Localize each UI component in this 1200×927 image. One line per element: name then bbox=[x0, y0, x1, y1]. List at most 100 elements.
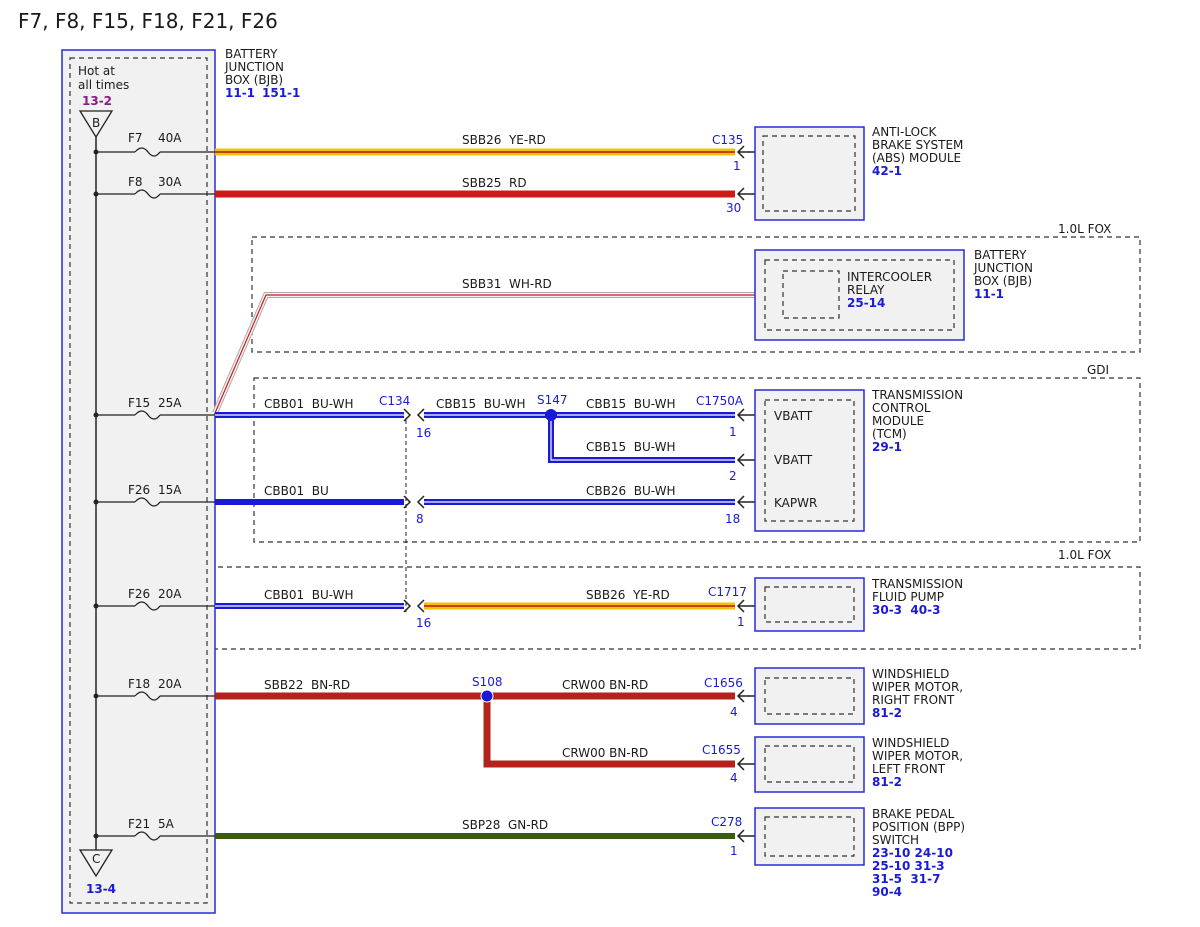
connector-c1750a: C1750A bbox=[696, 394, 744, 408]
bjb-name-line-1: BATTERY bbox=[225, 47, 278, 61]
splice-s108-label: S108 bbox=[472, 675, 503, 689]
page-title: F7, F8, F15, F18, F21, F26 bbox=[18, 9, 278, 33]
wire-label-cbb15-b: CBB15 BU-WH bbox=[586, 397, 676, 411]
intercooler-relay-contact bbox=[782, 270, 840, 319]
fuse-f26-15a-id: F26 bbox=[128, 483, 150, 497]
pin-c134-16-b: 16 bbox=[416, 616, 431, 630]
fuse-f8: F8 30A bbox=[93, 175, 215, 199]
option-label-fox-1: 1.0L FOX bbox=[1058, 222, 1111, 236]
bjb-relay-outer-dash bbox=[764, 259, 955, 331]
bpp-ref-4: 90-4 bbox=[872, 885, 902, 899]
fuse-f8-rating: 30A bbox=[158, 175, 182, 189]
bjb-ref-1: 11-1 bbox=[225, 86, 255, 100]
wiper-lf-name-line-2: WIPER MOTOR, bbox=[872, 749, 963, 763]
pin-c1655-4: 4 bbox=[730, 771, 738, 785]
wire-label-crw00-rf: CRW00 BN-RD bbox=[562, 678, 648, 692]
wire-label-sbb22: SBB22 BN-RD bbox=[264, 678, 350, 692]
abs-module-box bbox=[754, 126, 865, 221]
bpp-ref-2: 25-10 31-3 bbox=[872, 859, 945, 873]
fuse-f21-rating: 5A bbox=[158, 817, 175, 831]
bpp-name-line-1: BRAKE PEDAL bbox=[872, 807, 955, 821]
fuse-f15-rating: 25A bbox=[158, 396, 182, 410]
wire-label-sbb26-tfp: SBB26 YE-RD bbox=[586, 588, 670, 602]
wire-label-cbb01-f15: CBB01 BU-WH bbox=[264, 397, 354, 411]
tfp-ref: 30-3 40-3 bbox=[872, 603, 940, 617]
bpp-name-line-2: POSITION (BPP) bbox=[872, 820, 965, 834]
wiper-rf-name-line-3: RIGHT FRONT bbox=[872, 693, 955, 707]
fuse-f26-20a: F26 20A bbox=[93, 587, 215, 611]
pin-c1717-1: 1 bbox=[737, 615, 745, 629]
connector-b-label: B bbox=[92, 116, 100, 130]
wire-label-sbb26-abs: SBB26 YE-RD bbox=[462, 133, 546, 147]
fuse-f26-15a-rating: 15A bbox=[158, 483, 182, 497]
fuse-f7-rating: 40A bbox=[158, 131, 182, 145]
tcm-ref: 29-1 bbox=[872, 440, 902, 454]
bjb-relay-name-line-3: BOX (BJB) bbox=[974, 274, 1032, 288]
connector-c1717: C1717 bbox=[708, 585, 747, 599]
tcm-box bbox=[754, 389, 865, 532]
wire-label-sbb31: SBB31 WH-RD bbox=[462, 277, 552, 291]
wire-label-cbb15-c: CBB15 BU-WH bbox=[586, 440, 676, 454]
bjb-relay-ref: 11-1 bbox=[974, 287, 1004, 301]
tcm-name-line-4: (TCM) bbox=[872, 427, 907, 441]
wiper-lf-box bbox=[754, 736, 865, 793]
hot-at-ref: 13-2 bbox=[82, 94, 112, 108]
wiper-rf-ref: 81-2 bbox=[872, 706, 902, 720]
relay-ref: 25-14 bbox=[847, 296, 885, 310]
bjb-relay-box bbox=[754, 249, 965, 341]
wiper-lf-name-line-3: LEFT FRONT bbox=[872, 762, 946, 776]
splice-s147-dot bbox=[545, 409, 557, 421]
connector-c1655: C1655 bbox=[702, 743, 741, 757]
wire-label-cbb15-a: CBB15 BU-WH bbox=[436, 397, 526, 411]
tcm-pin-2-label: VBATT bbox=[774, 453, 813, 467]
abs-name-line-3: (ABS) MODULE bbox=[872, 151, 961, 165]
wire-crw00-lf bbox=[483, 696, 735, 768]
connector-c1656: C1656 bbox=[704, 676, 743, 690]
option-frame-fox-1 bbox=[251, 236, 1141, 353]
wire-label-cbb01-f26: CBB01 BU-WH bbox=[264, 588, 354, 602]
splice-s108-dot bbox=[480, 689, 494, 703]
pin-c135-1: 1 bbox=[733, 159, 741, 173]
wire-label-cbb01-bu: CBB01 BU bbox=[264, 484, 329, 498]
wire-cbb15-c bbox=[548, 415, 735, 463]
tcm-inner bbox=[764, 399, 855, 522]
abs-name-line-1: ANTI-LOCK bbox=[872, 125, 937, 139]
fuse-f21: F21 5A bbox=[93, 817, 215, 841]
bjb-name-line-2: JUNCTION bbox=[224, 60, 284, 74]
relay-name-line-2: RELAY bbox=[847, 283, 885, 297]
hot-at-line-1: Hot at bbox=[78, 64, 115, 78]
bjb-inner-frame bbox=[69, 57, 208, 904]
splice-s147-label: S147 bbox=[537, 393, 568, 407]
fuse-f8-id: F8 bbox=[128, 175, 143, 189]
tcm-pin-18-label: KAPWR bbox=[774, 496, 817, 510]
pin-c134-8: 8 bbox=[416, 512, 424, 526]
connector-c278: C278 bbox=[711, 815, 742, 829]
wiper-rf-name-line-2: WIPER MOTOR, bbox=[872, 680, 963, 694]
fuse-f21-id: F21 bbox=[128, 817, 150, 831]
connector-c135: C135 bbox=[712, 133, 743, 147]
fuse-f15-id: F15 bbox=[128, 396, 150, 410]
tcm-pin-1-label: VBATT bbox=[774, 409, 813, 423]
pin-abs-30: 30 bbox=[726, 201, 741, 215]
connector-c134-arrows bbox=[403, 408, 425, 613]
bpp-ref-1: 23-10 24-10 bbox=[872, 846, 953, 860]
wire-sbb31 bbox=[212, 292, 780, 415]
bpp-switch-inner bbox=[764, 816, 855, 857]
bjb-relay-name-line-1: BATTERY bbox=[974, 248, 1027, 262]
fuse-f26-15a: F26 15A bbox=[93, 483, 215, 507]
option-frame-gdi bbox=[253, 377, 1141, 543]
option-label-fox-2: 1.0L FOX bbox=[1058, 548, 1111, 562]
tcm-name-line-3: MODULE bbox=[872, 414, 924, 428]
option-label-gdi: GDI bbox=[1087, 363, 1109, 377]
fuse-f26-20a-id: F26 bbox=[128, 587, 150, 601]
abs-module-inner bbox=[762, 135, 856, 212]
tcm-name-line-1: TRANSMISSION bbox=[871, 388, 963, 402]
connector-c134: C134 bbox=[379, 394, 410, 408]
fuse-f7-id: F7 bbox=[128, 131, 143, 145]
wiper-lf-ref: 81-2 bbox=[872, 775, 902, 789]
wiper-rf-box bbox=[754, 667, 865, 725]
pin-c134-16: 16 bbox=[416, 426, 431, 440]
bpp-ref-3: 31-5 31-7 bbox=[872, 872, 940, 886]
connector-b-triangle-icon bbox=[78, 110, 114, 139]
